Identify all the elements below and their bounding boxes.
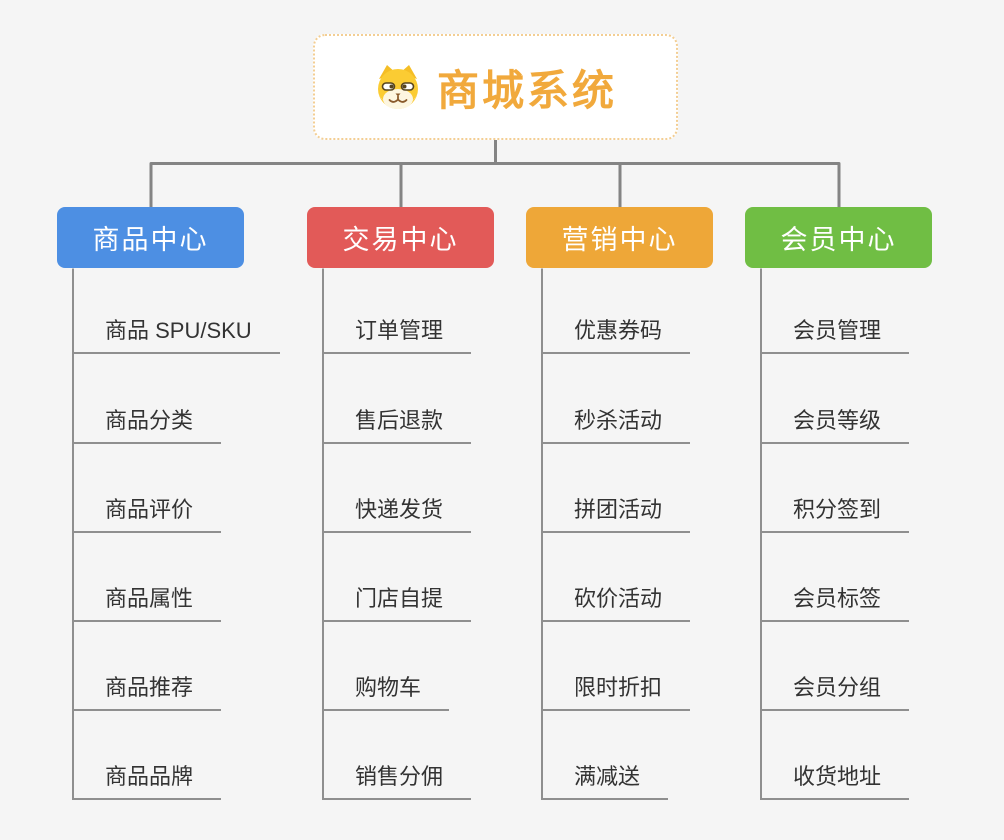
branch-label: 交易中心 <box>342 225 459 255</box>
leaf-node-marketing-center-3[interactable]: 砍价活动 <box>541 578 691 622</box>
leaf-label: 收货地址 <box>793 764 882 789</box>
branch-label: 商品中心 <box>92 225 209 255</box>
leaf-node-member-center-1[interactable]: 会员等级 <box>760 400 910 444</box>
leaf-node-trade-center-4[interactable]: 购物车 <box>322 667 450 711</box>
leaf-label: 销售分佣 <box>355 764 444 789</box>
leaf-node-product-center-3[interactable]: 商品属性 <box>72 578 222 622</box>
leaf-node-marketing-center-5[interactable]: 满减送 <box>541 756 669 800</box>
leaf-node-trade-center-5[interactable]: 销售分佣 <box>322 756 472 800</box>
leaf-label: 订单管理 <box>355 318 444 343</box>
leaf-node-trade-center-1[interactable]: 售后退款 <box>322 400 472 444</box>
leaf-label: 会员管理 <box>793 318 882 343</box>
dog-face-icon <box>374 63 422 111</box>
leaf-node-marketing-center-4[interactable]: 限时折扣 <box>541 667 691 711</box>
leaf-label: 限时折扣 <box>574 675 663 700</box>
leaf-node-member-center-5[interactable]: 收货地址 <box>760 756 910 800</box>
leaf-label: 商品品牌 <box>105 764 194 789</box>
leaf-node-marketing-center-0[interactable]: 优惠券码 <box>541 310 691 354</box>
branch-header-marketing-center[interactable]: 营销中心 <box>526 207 713 268</box>
root-node[interactable]: 商城系统 <box>313 34 678 140</box>
leaf-node-product-center-0[interactable]: 商品 SPU/SKU <box>72 310 280 354</box>
leaf-node-member-center-2[interactable]: 积分签到 <box>760 489 910 533</box>
leaf-label: 优惠券码 <box>574 318 663 343</box>
leaf-label: 会员分组 <box>793 675 882 700</box>
branch-header-trade-center[interactable]: 交易中心 <box>307 207 494 268</box>
leaf-label: 商品推荐 <box>105 675 194 700</box>
leaf-label: 商品 SPU/SKU <box>105 318 252 343</box>
branch-header-member-center[interactable]: 会员中心 <box>745 207 932 268</box>
leaf-node-member-center-3[interactable]: 会员标签 <box>760 578 910 622</box>
leaf-label: 积分签到 <box>793 497 882 522</box>
leaf-label: 商品分类 <box>105 408 194 433</box>
leaf-label: 会员标签 <box>793 586 882 611</box>
leaf-label: 购物车 <box>355 675 422 700</box>
leaf-label: 门店自提 <box>355 586 444 611</box>
branch-header-product-center[interactable]: 商品中心 <box>57 207 244 268</box>
leaf-label: 砍价活动 <box>574 586 663 611</box>
leaf-label: 秒杀活动 <box>574 408 663 433</box>
leaf-node-product-center-2[interactable]: 商品评价 <box>72 489 222 533</box>
root-title: 商城系统 <box>436 66 617 114</box>
leaf-label: 商品属性 <box>105 586 194 611</box>
leaf-label: 快递发货 <box>355 497 444 522</box>
branch-label: 营销中心 <box>561 225 678 255</box>
leaf-label: 会员等级 <box>793 408 882 433</box>
leaf-node-product-center-4[interactable]: 商品推荐 <box>72 667 222 711</box>
leaf-node-marketing-center-1[interactable]: 秒杀活动 <box>541 400 691 444</box>
leaf-label: 商品评价 <box>105 497 194 522</box>
leaf-node-member-center-4[interactable]: 会员分组 <box>760 667 910 711</box>
leaf-node-trade-center-2[interactable]: 快递发货 <box>322 489 472 533</box>
branch-label: 会员中心 <box>780 225 897 255</box>
leaf-node-trade-center-3[interactable]: 门店自提 <box>322 578 472 622</box>
leaf-node-product-center-5[interactable]: 商品品牌 <box>72 756 222 800</box>
leaf-node-product-center-1[interactable]: 商品分类 <box>72 400 222 444</box>
leaf-label: 拼团活动 <box>574 497 663 522</box>
leaf-node-trade-center-0[interactable]: 订单管理 <box>322 310 472 354</box>
leaf-label: 售后退款 <box>355 408 444 433</box>
leaf-label: 满减送 <box>574 764 641 789</box>
leaf-node-marketing-center-2[interactable]: 拼团活动 <box>541 489 691 533</box>
leaf-node-member-center-0[interactable]: 会员管理 <box>760 310 910 354</box>
